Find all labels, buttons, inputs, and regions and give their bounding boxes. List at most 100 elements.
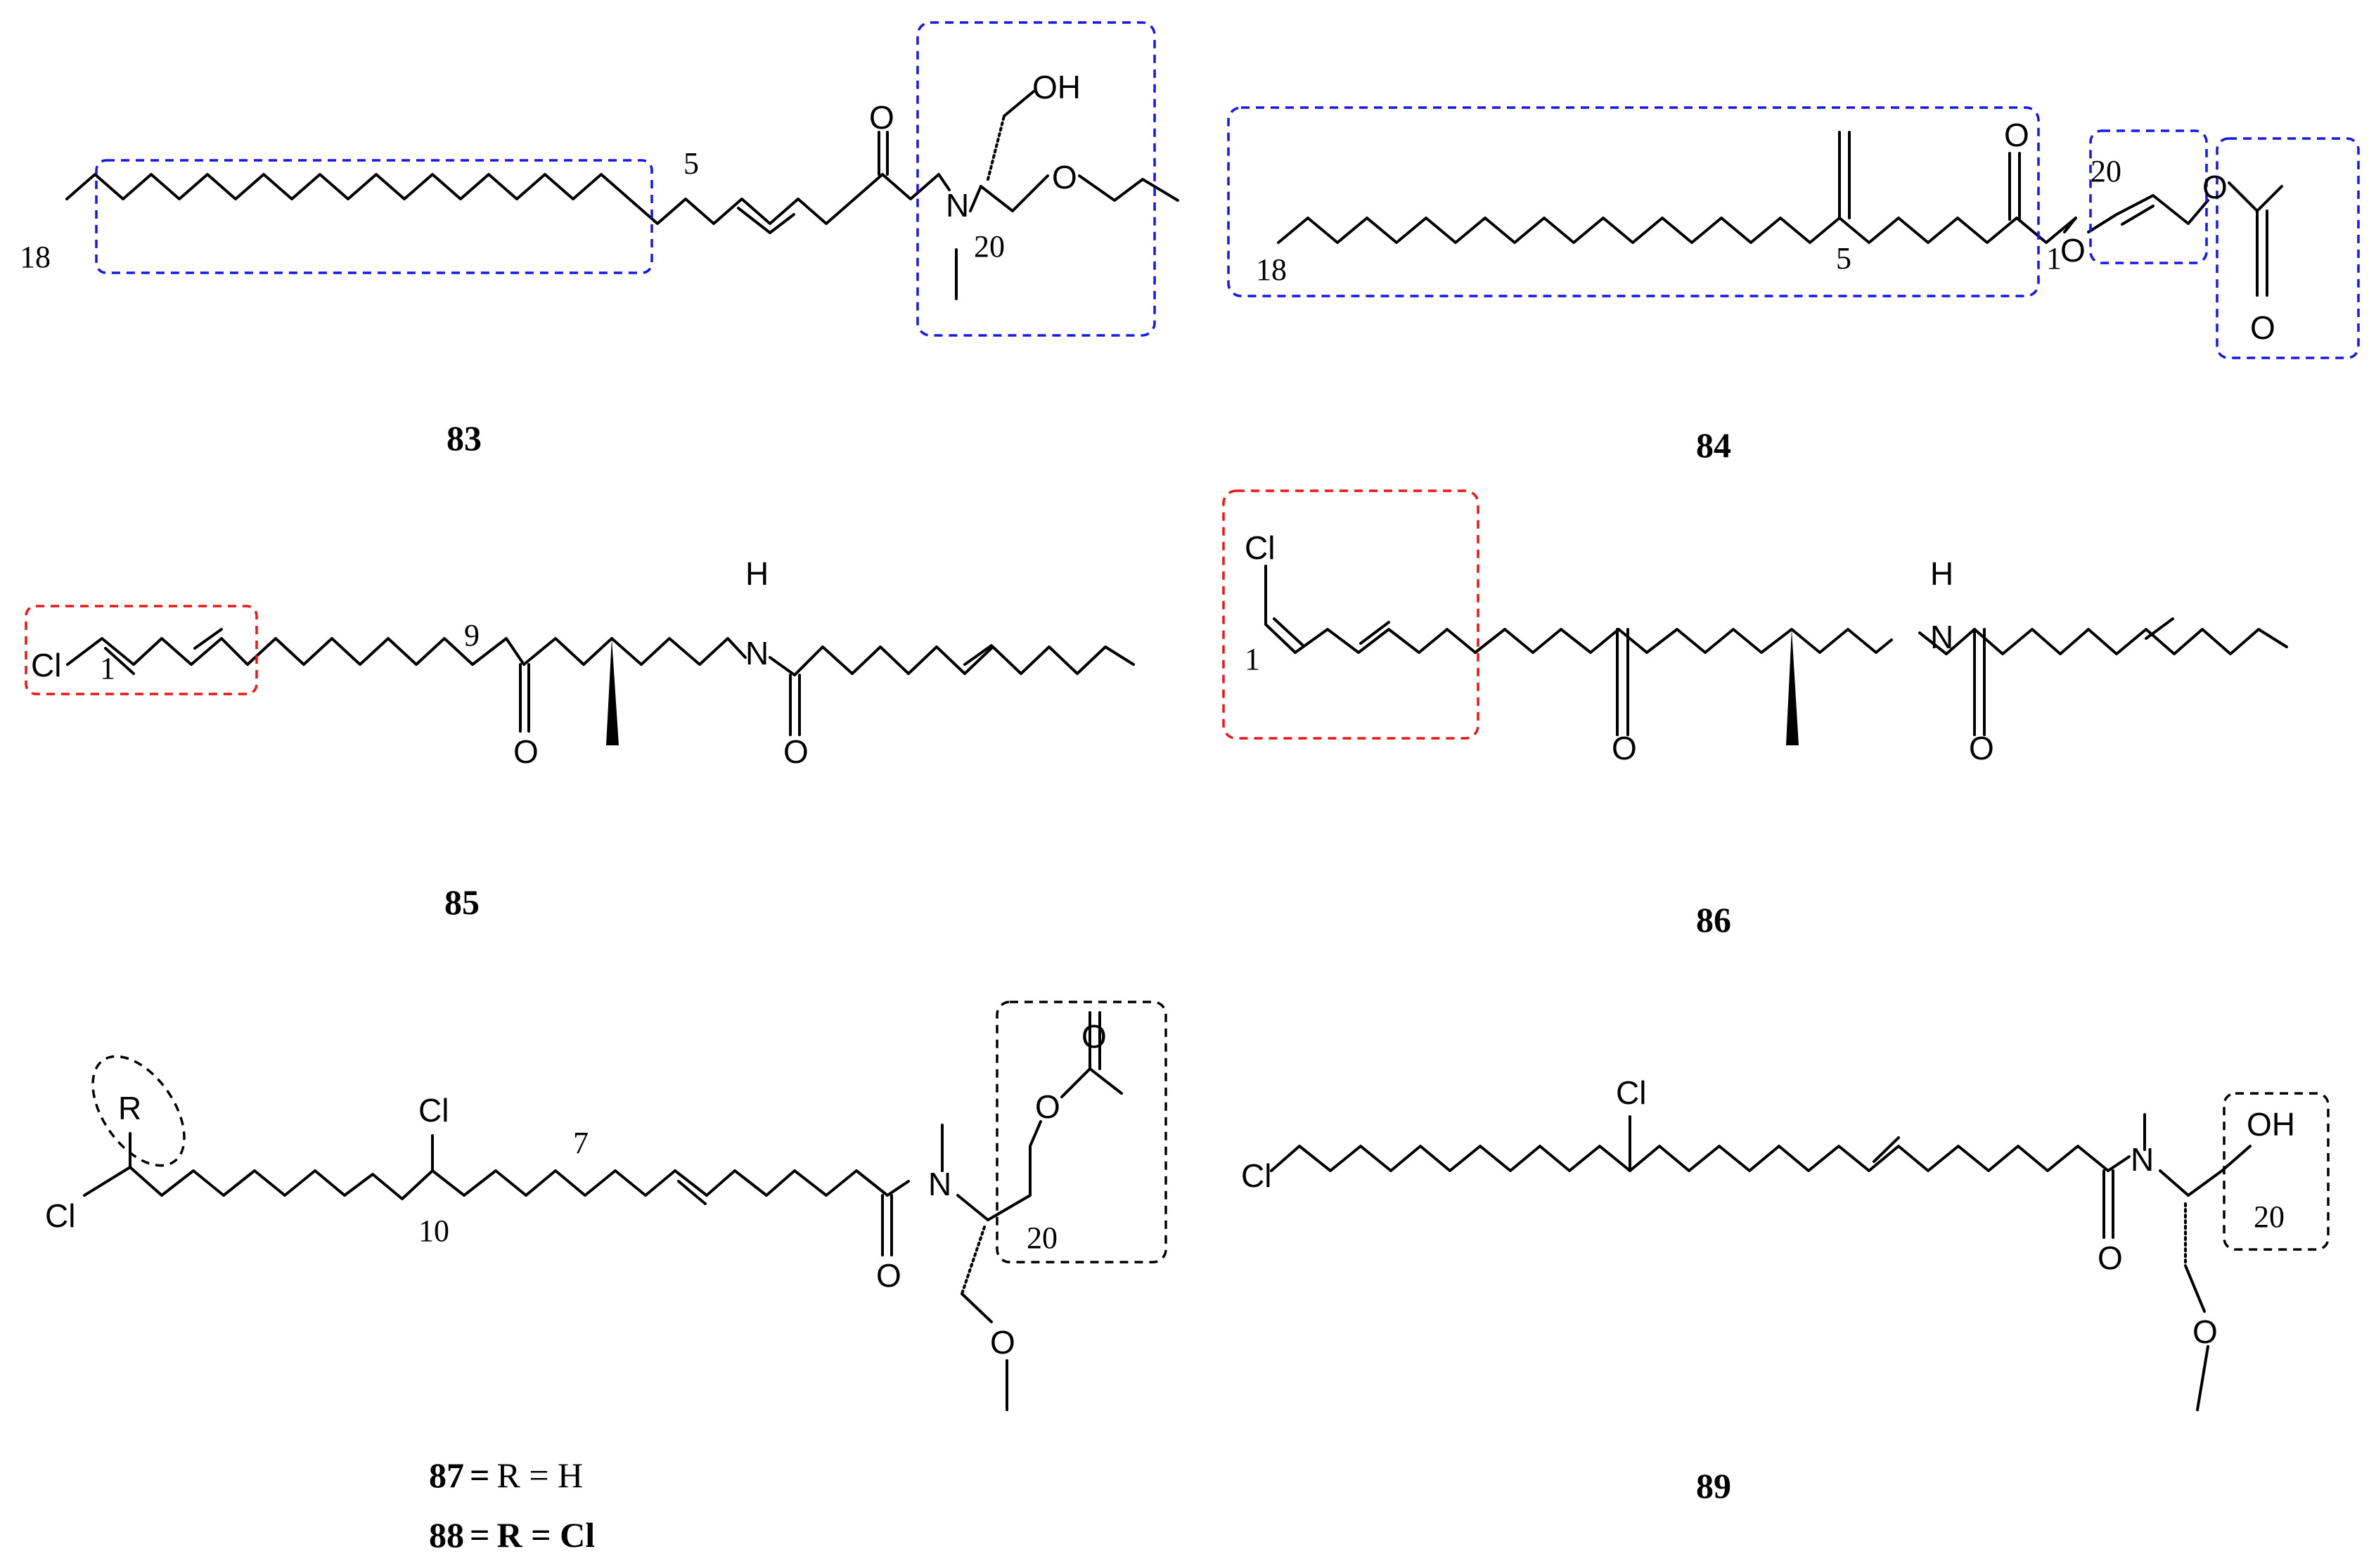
c84-num-5: 5: [1836, 241, 1851, 276]
c85-atom-o: O: [513, 733, 539, 770]
c89-atom-cl2: Cl: [1616, 1074, 1646, 1111]
c89-label: 89: [1696, 1466, 1731, 1505]
compound-85: Cl H N O O 1 9 85: [25, 555, 1135, 922]
c84-ester-link: [2063, 194, 2209, 233]
c85-amide: [769, 645, 1135, 676]
c87-methoxy-arm: [961, 1292, 1008, 1411]
c85-atom-o2: O: [783, 733, 809, 770]
c86-ketone: [1616, 628, 1629, 736]
c87-r-ellipse: [91, 1055, 186, 1167]
c84-atom-o3: O: [2202, 169, 2228, 205]
c86-atom-o: O: [1612, 730, 1637, 766]
c89-headgroup: [2159, 1145, 2252, 1197]
c83-oh-arm: [1003, 90, 1035, 117]
compound-89: Cl Cl N OH O O 20 89: [1241, 1074, 2330, 1505]
c85-carbonyl: [789, 674, 801, 736]
c84-num-20: 20: [2091, 154, 2121, 188]
c84-acetyl: [2228, 181, 2283, 297]
c87-chain: [83, 1166, 910, 1200]
c84-cis-double: [2121, 205, 2155, 226]
c87-atom-o2: O: [1035, 1088, 1060, 1125]
c84-num-18: 18: [1256, 252, 1287, 287]
c87-atom-r: R: [118, 1090, 141, 1126]
c87-label: 87: [429, 1455, 464, 1495]
c84-methylene: [1838, 131, 1851, 219]
c89-atom-o2: O: [2192, 1313, 2218, 1350]
c83-num-20: 20: [974, 229, 1005, 264]
c84-num-1: 1: [2046, 241, 2062, 276]
c83-chain: [65, 173, 940, 225]
c89-trans-double: [1873, 1136, 1900, 1163]
c87-eq: =: [470, 1455, 490, 1495]
c87-headgroup: [956, 1011, 1123, 1221]
c86-wedge-methyl: [1786, 629, 1799, 745]
c83-hydroxymethyl-hash: [987, 115, 1006, 181]
c87-num-20: 20: [1027, 1221, 1058, 1255]
c83-num-18: 18: [20, 240, 51, 274]
compound-83: O OH N O 18 5 20 83: [20, 21, 1179, 458]
compound-84: O O O O 18 5 1 20 84: [1227, 106, 2360, 465]
c86-label: 86: [1696, 900, 1731, 939]
c87-atom-o4: O: [990, 1324, 1015, 1361]
c89-chain: [1270, 1145, 2131, 1172]
c86-num-1: 1: [1245, 642, 1260, 676]
c87-atom-o: O: [876, 1257, 901, 1294]
c86-atom-o2: O: [1969, 730, 1994, 766]
c84-blue-box-chain: [1227, 106, 2040, 297]
c84-atom-o: O: [2004, 117, 2029, 153]
c83-atom-oh: OH: [1032, 69, 1081, 105]
c83-atom-o: O: [869, 99, 894, 136]
c87-carbonyl: [881, 1194, 893, 1257]
c88-rest: R = Cl: [497, 1515, 596, 1555]
c84-label: 84: [1696, 425, 1731, 465]
c83-blue-box-chain: [95, 159, 653, 274]
c87-trans-double: [677, 1180, 707, 1205]
c88-caption: 88=R = Cl: [429, 1515, 595, 1555]
c85-atom-cl: Cl: [31, 647, 61, 683]
c83-amide-links: [937, 173, 982, 300]
c89-black-box: [2223, 1092, 2330, 1251]
c85-wedge-methyl: [606, 638, 619, 745]
c83-blue-box-headgroup: [916, 21, 1156, 337]
c89-methoxy-arm: [2184, 1264, 2209, 1411]
c83-atom-o2: O: [1052, 159, 1077, 195]
c86-amide: [1918, 628, 2288, 655]
c87-atom-o3: O: [1081, 1018, 1107, 1055]
c85-chain: [66, 637, 747, 666]
c85-amide-double: [963, 644, 993, 666]
c84-blue-box-acetate: [2216, 137, 2360, 359]
c86-amide-double: [2145, 617, 2174, 640]
compound-87-88: R Cl Cl N O O O O 10 7 20 87=R = H 88=R …: [45, 1001, 1167, 1555]
c85-atom-n: N: [745, 635, 769, 671]
c84-blue-box-vinyl: [2089, 129, 2208, 264]
c85-ketone: [519, 663, 530, 733]
c85-num-1: 1: [100, 651, 115, 686]
c84-atom-o4: O: [2250, 309, 2275, 346]
c88-eq: =: [470, 1515, 490, 1555]
c87-atom-n: N: [928, 1166, 951, 1202]
c84-atom-o2: O: [2060, 232, 2086, 269]
c83-atom-n: N: [946, 187, 969, 224]
c86-atom-n: N: [1930, 619, 1953, 655]
c88-label: 88: [429, 1515, 464, 1555]
c87-caption: 87=R = H: [429, 1455, 583, 1495]
c85-num-9: 9: [464, 618, 480, 653]
c86-atom-cl: Cl: [1245, 529, 1275, 566]
c83-ether-arm: [980, 174, 1179, 212]
c87-num-10: 10: [418, 1214, 449, 1248]
c83-num-5: 5: [683, 146, 699, 181]
compound-86: Cl H N O O 1 86: [1222, 489, 2288, 939]
c83-label: 83: [447, 418, 482, 458]
c87-side-bonds: [129, 1132, 434, 1172]
c85-diene-doubles: [104, 628, 223, 675]
c89-atom-oh: OH: [2247, 1106, 2295, 1143]
c89-atom-n: N: [2131, 1141, 2154, 1178]
c83-carbonyl: [878, 131, 889, 176]
c85-red-box: [25, 605, 258, 695]
c89-carbonyl: [2102, 1169, 2114, 1239]
c87-rest: R = H: [497, 1455, 584, 1495]
c86-diene-doubles: [1273, 617, 1390, 646]
c86-carbonyl: [1973, 628, 1986, 736]
c86-atom-h: H: [1930, 555, 1953, 592]
